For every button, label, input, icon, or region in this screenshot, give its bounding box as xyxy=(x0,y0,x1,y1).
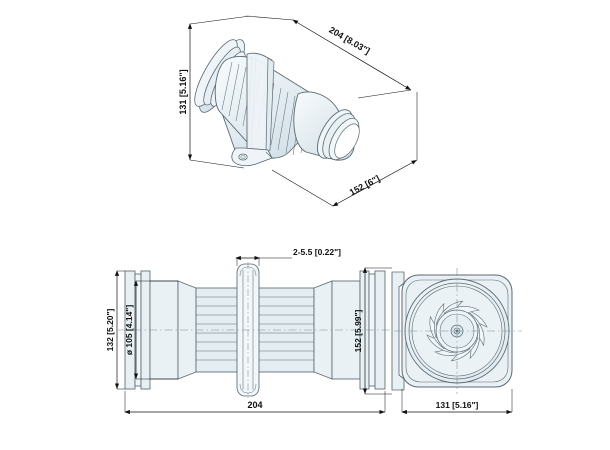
dim-iso-height: 131 [5.16"] xyxy=(178,69,188,114)
dim-iso-depth: 152 [6"] xyxy=(348,173,382,197)
dim-side-length: 204 xyxy=(247,400,262,410)
dim-side-height: 132 [5.20"] xyxy=(105,308,115,351)
iso-dimension-131: 131 [5.16"] xyxy=(178,15,251,169)
side-dimension-132: 132 [5.20"] xyxy=(105,270,125,390)
end-dimension-131: 131 [5.16"] xyxy=(401,389,513,415)
iso-outlet-collar xyxy=(293,91,360,161)
side-dimension-105: ø 105 [4.14"] xyxy=(124,280,178,380)
dim-end-width: 131 [5.16"] xyxy=(436,400,479,410)
end-dimension-152: 152 [5.99"] xyxy=(353,267,392,395)
isometric-view: 131 [5.16"] 204 [8.03"] 152 [6"] xyxy=(178,15,418,207)
dim-side-bolt: 2-5.5 [0.22"] xyxy=(293,247,341,257)
dim-iso-length: 204 [8.03"] xyxy=(327,25,371,56)
side-section-view: 2-5.5 [0.22"] ø 105 [4.14"] 132 [5.20"] … xyxy=(105,247,392,415)
end-fan-assembly xyxy=(404,278,510,384)
iso-mounting-foot xyxy=(231,147,273,167)
side-dimension-204: 204 xyxy=(124,391,386,415)
dim-side-bore: ø 105 [4.14"] xyxy=(124,305,134,356)
dim-end-height: 152 [5.99"] xyxy=(353,309,363,352)
side-dimension-bolt: 2-5.5 [0.22"] xyxy=(235,247,341,266)
end-view: 152 [5.99"] 131 [5.16"] xyxy=(353,267,522,415)
